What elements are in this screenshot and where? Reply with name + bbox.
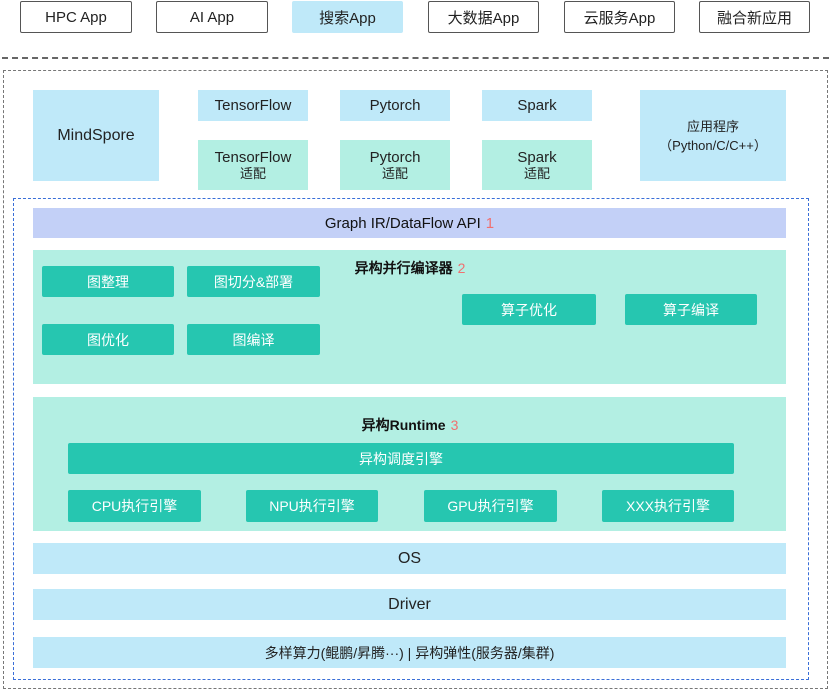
- app-search: 搜索App: [292, 1, 403, 33]
- runtime-number: 3: [450, 417, 459, 433]
- app-bigdata: 大数据App: [428, 1, 539, 33]
- app-ai: AI App: [156, 1, 268, 33]
- app-program-box: 应用程序 （Python/C/C++）: [640, 90, 786, 181]
- outer-container: [3, 70, 828, 689]
- graph-compile-box: 图编译: [187, 324, 320, 355]
- graph-tidy-box: 图整理: [42, 266, 174, 297]
- tensorflow-adapter-suffix: 适配: [239, 165, 266, 181]
- op-optimize-box: 算子优化: [462, 294, 596, 325]
- tensorflow-adapter-name: TensorFlow: [214, 148, 292, 166]
- op-compile-box: 算子编译: [625, 294, 757, 325]
- spark-adapter-name: Spark: [517, 148, 557, 166]
- compiler-number: 2: [457, 260, 466, 276]
- tensorflow-adapter-box: TensorFlow 适配: [198, 140, 308, 190]
- app-fusion: 融合新应用: [699, 1, 810, 33]
- compute-bar: 多样算力(鲲鹏/昇腾···) | 异构弹性(服务器/集群): [33, 637, 786, 668]
- mindspore-box: MindSpore: [33, 90, 159, 181]
- separator-line: [2, 57, 829, 59]
- inner-stack-container: [13, 198, 809, 680]
- xxx-engine-box: XXX执行引擎: [602, 490, 734, 522]
- spark-box: Spark: [482, 90, 592, 121]
- spark-adapter-box: Spark 适配: [482, 140, 592, 190]
- cpu-engine-box: CPU执行引擎: [68, 490, 201, 522]
- driver-bar: Driver: [33, 589, 786, 620]
- compiler-title-text: 异构并行编译器: [354, 260, 453, 276]
- app-cloud: 云服务App: [564, 1, 675, 33]
- spark-adapter-suffix: 适配: [523, 165, 550, 181]
- graph-optimize-box: 图优化: [42, 324, 174, 355]
- npu-engine-box: NPU执行引擎: [246, 490, 378, 522]
- pytorch-adapter-box: Pytorch 适配: [340, 140, 450, 190]
- tensorflow-box: TensorFlow: [198, 90, 308, 121]
- graph-ir-label: Graph IR/DataFlow API: [324, 214, 481, 232]
- pytorch-box: Pytorch: [340, 90, 450, 121]
- app-program-line1: 应用程序: [686, 118, 739, 134]
- os-bar: OS: [33, 543, 786, 574]
- runtime-title-text: 异构Runtime: [361, 417, 446, 433]
- graph-partition-box: 图切分&部署: [187, 266, 320, 297]
- app-program-line2: （Python/C/C++）: [659, 137, 767, 153]
- pytorch-adapter-name: Pytorch: [369, 148, 421, 166]
- scheduler-engine-bar: 异构调度引擎: [68, 443, 734, 474]
- gpu-engine-box: GPU执行引擎: [424, 490, 557, 522]
- pytorch-adapter-suffix: 适配: [381, 165, 408, 181]
- app-hpc: HPC App: [20, 1, 132, 33]
- graph-ir-number: 1: [485, 214, 495, 232]
